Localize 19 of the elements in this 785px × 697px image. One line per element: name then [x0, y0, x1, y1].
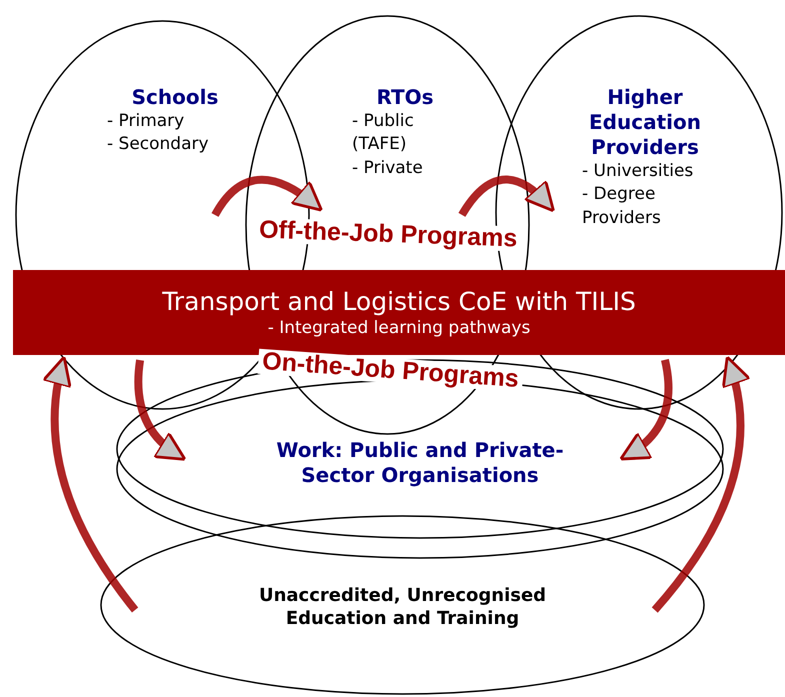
list-item: - Universities — [581, 160, 694, 183]
curved-arrow — [212, 176, 324, 218]
list-item: - Primary — [106, 110, 186, 133]
ellipse-node — [100, 515, 705, 695]
group-label: Work: Public and Private-Sector Organisations — [275, 438, 565, 488]
banner-title: Transport and Logistics CoE with TILIS — [162, 286, 636, 318]
group-heading: Schools — [130, 85, 220, 110]
group-heading: RTOs — [375, 85, 435, 110]
curved-arrow — [42, 356, 138, 612]
list-item: - Degree Providers — [581, 183, 662, 230]
curved-arrow — [620, 359, 672, 461]
group-heading: Higher Education Providers — [588, 85, 702, 160]
list-item: - Secondary — [106, 133, 210, 156]
curved-arrow — [652, 356, 750, 613]
list-item: - Private — [351, 156, 424, 180]
group-label: Unaccredited, Unrecognised Education and Training — [258, 585, 548, 630]
curved-arrow — [458, 176, 556, 218]
banner-subtitle: - Integrated learning pathways — [268, 318, 530, 339]
list-item: - Public (TAFE) — [351, 110, 415, 156]
